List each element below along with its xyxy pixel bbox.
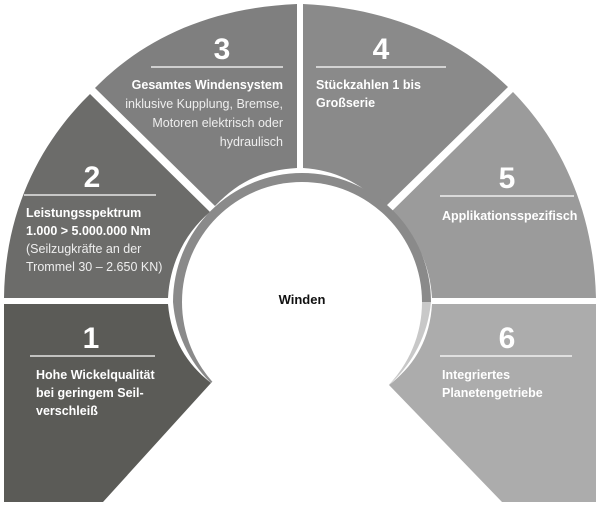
center-circle <box>182 182 422 422</box>
segment-2-text-1: Leistungsspektrum <box>26 206 141 220</box>
segment-1-number: 1 <box>83 322 100 355</box>
segment-3-text-4: hydraulisch <box>220 135 283 149</box>
segment-6 <box>389 304 596 502</box>
segment-2-number: 2 <box>84 161 101 194</box>
segment-3-text-2: inklusive Kupplung, Bremse, <box>125 97 283 111</box>
segment-6-text-2: Planetengetriebe <box>442 386 543 400</box>
segment-3-text-1: Gesamtes Windensystem <box>132 78 283 92</box>
segment-5 <box>391 92 596 298</box>
segment-4 <box>303 4 508 207</box>
segment-6-number: 6 <box>499 322 516 355</box>
segment-3-text-3: Motoren elektrisch oder <box>152 116 283 130</box>
segment-2 <box>4 94 210 298</box>
segment-6-text-1: Integriertes <box>442 368 510 382</box>
segment-5-text-1: Applikationsspezifisch <box>442 209 577 223</box>
segment-1 <box>4 304 211 502</box>
segment-1-text-3: verschleiß <box>36 404 98 418</box>
separator-lines <box>24 66 574 357</box>
segment-1-text-1: Hohe Wickelqualität <box>36 368 155 382</box>
center-label: Winden <box>279 292 326 307</box>
segment-3-number: 3 <box>214 33 231 66</box>
segment-4-text-2: Großserie <box>316 96 375 110</box>
segment-3 <box>95 4 297 206</box>
segment-4-number: 4 <box>373 33 390 66</box>
segment-2-text-3: (Seilzugkräfte an der <box>26 242 141 256</box>
segment-5-number: 5 <box>499 162 516 195</box>
segment-2-text-4: Trommel 30 – 2.650 KN) <box>26 260 162 274</box>
segment-1-text-2: bei geringem Seil- <box>36 386 144 400</box>
segment-2-text-2: 1.000 > 5.000.000 Nm <box>26 224 151 238</box>
segment-4-text-1: Stückzahlen 1 bis <box>316 78 421 92</box>
